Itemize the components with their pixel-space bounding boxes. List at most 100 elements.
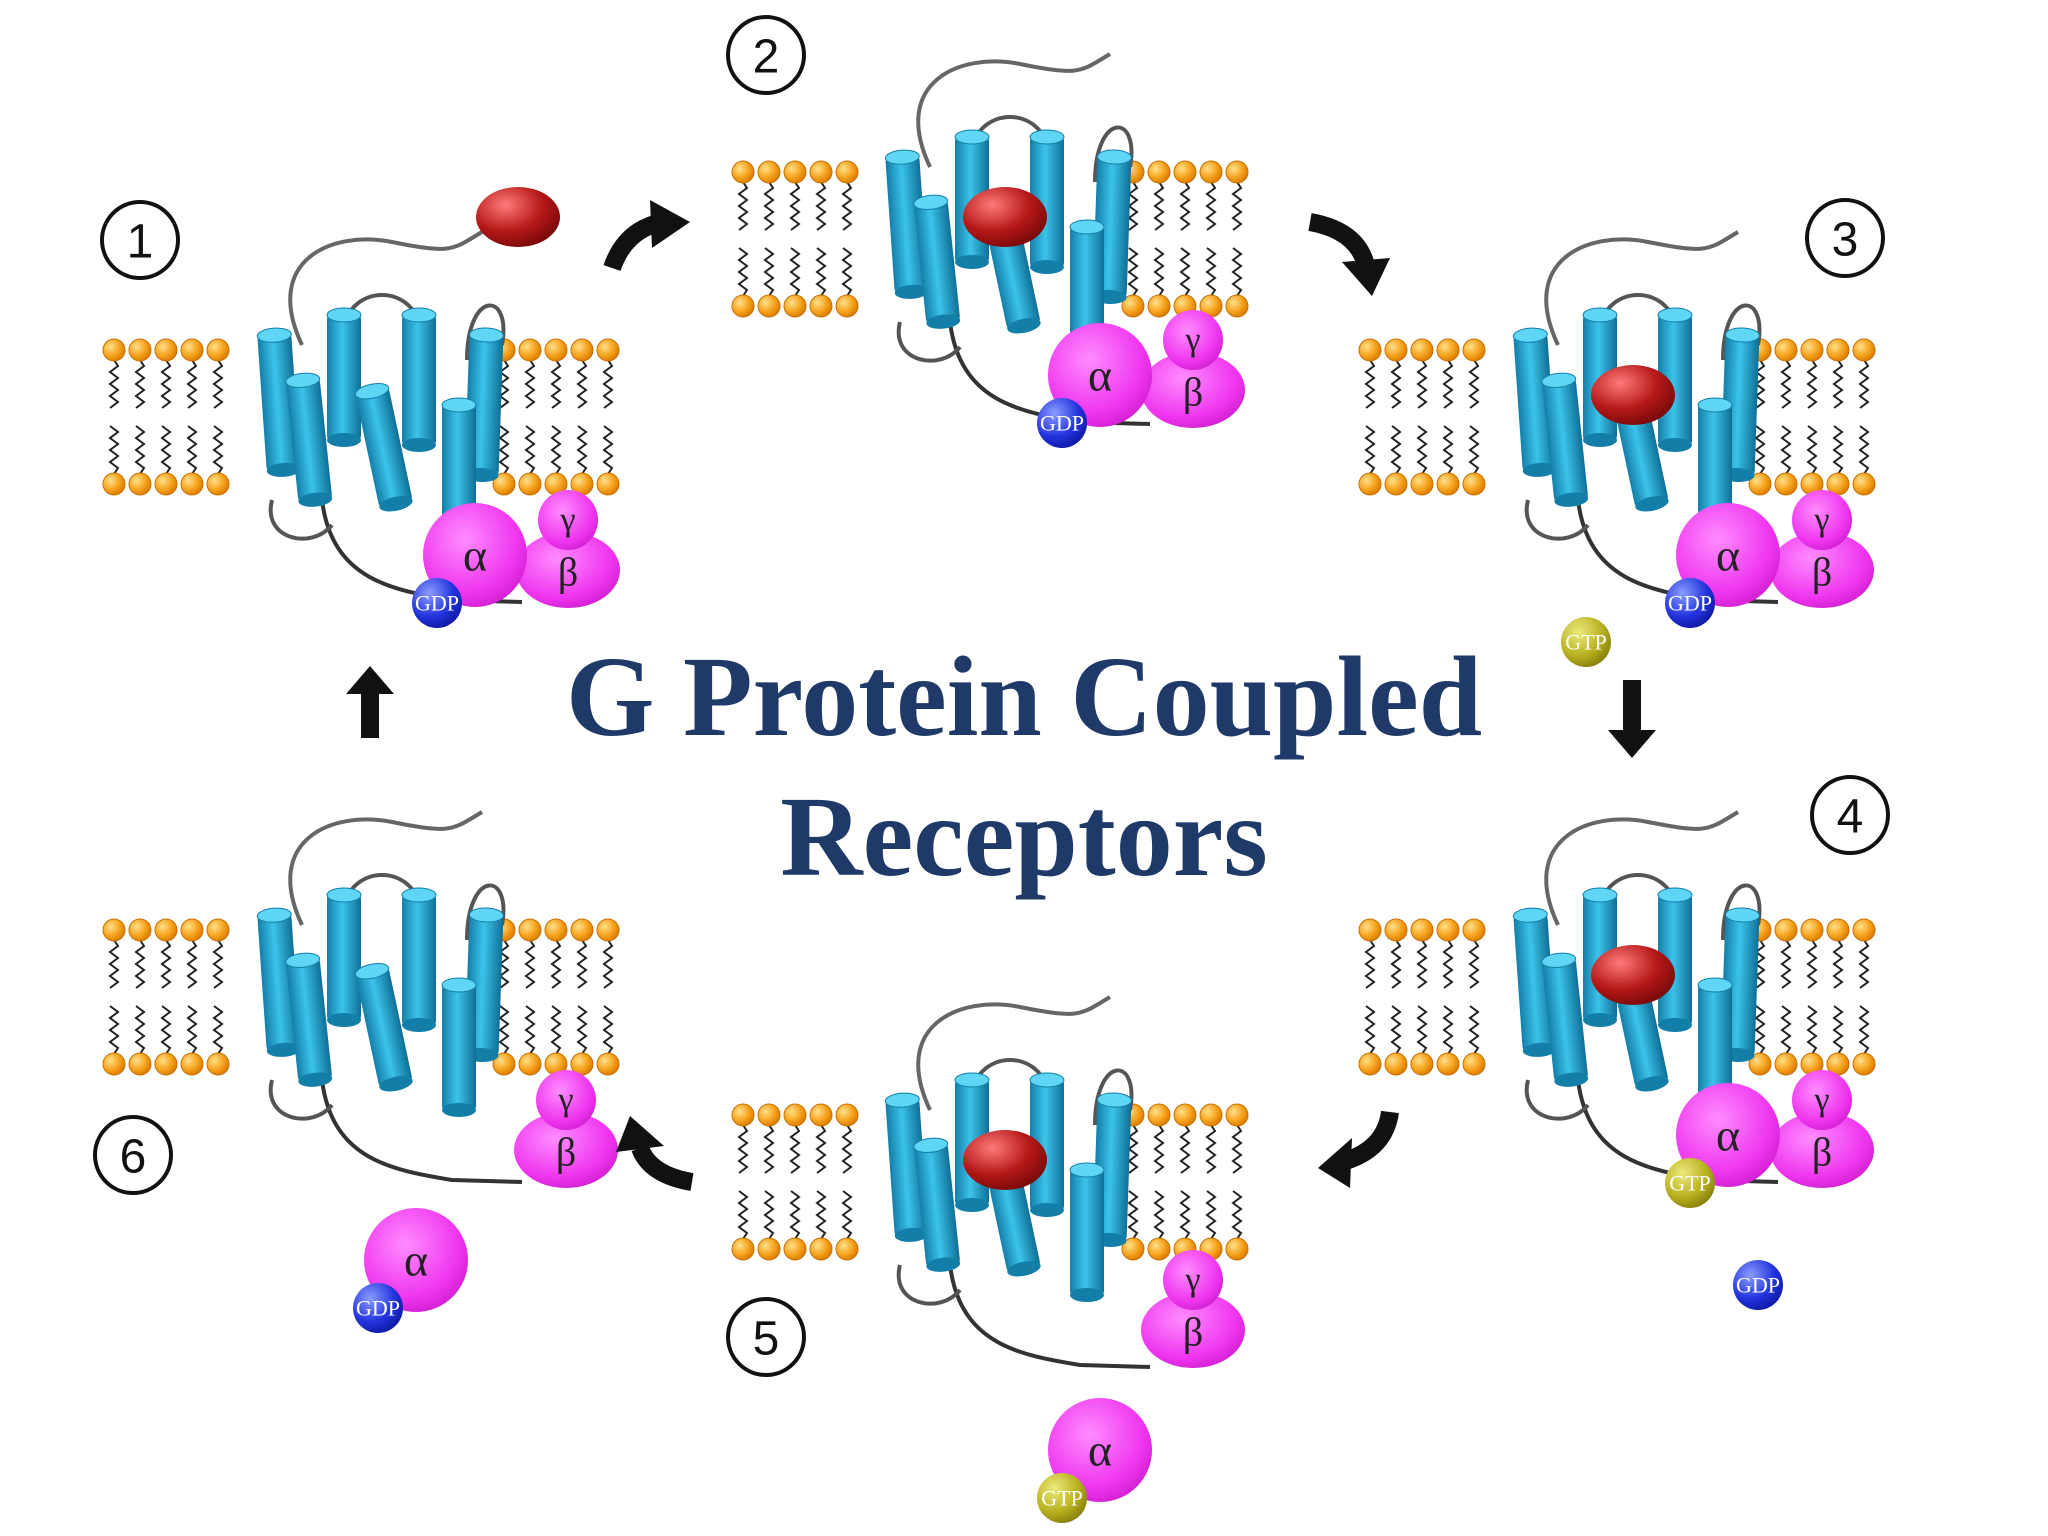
lipid-bilayer [1748, 338, 1876, 496]
gpcr-receptor [256, 230, 523, 604]
lipid-head [492, 1052, 516, 1076]
lipid-head [835, 1103, 859, 1127]
bound-ligand [1591, 365, 1675, 425]
lipid-head [1410, 338, 1434, 362]
g-beta-gamma-subunit: γβ [514, 1070, 618, 1188]
lipid-head [1225, 294, 1249, 318]
lipid-head [1410, 472, 1434, 496]
extracellular-loop [288, 230, 484, 346]
alpha-label: α [1088, 1425, 1112, 1476]
transmembrane-helix [913, 1137, 961, 1272]
lipid-head [1147, 160, 1171, 184]
lipid-head [102, 918, 126, 942]
gdp-molecule: GDP [353, 1283, 403, 1333]
lipid-head [1852, 338, 1876, 362]
lipid-head [835, 1237, 859, 1261]
lipid-bilayer [492, 918, 620, 1076]
stage-number-label: 4 [1837, 791, 1864, 844]
nucleotide-label: GTP [1041, 1486, 1083, 1511]
gamma-label: γ [1813, 1082, 1829, 1119]
stage-number-label: 6 [120, 1131, 147, 1184]
lipid-head [154, 1052, 178, 1076]
lipid-head [1462, 1052, 1486, 1076]
nucleotide-label: GDP [1040, 411, 1084, 436]
lipid-head [596, 918, 620, 942]
transmembrane-helix [913, 194, 961, 329]
bound-ligand [963, 1130, 1047, 1190]
gdp-molecule: GDP [1037, 398, 1087, 448]
stage-number-label: 3 [1832, 214, 1859, 267]
lipid-head [835, 294, 859, 318]
lipid-head [206, 918, 230, 942]
gdp-molecule: GDP [412, 578, 462, 628]
gamma-label: γ [559, 502, 575, 539]
lipid-head [1121, 294, 1145, 318]
stage-number-label: 5 [753, 1313, 780, 1366]
cycle-arrow-5-to-6 [616, 1116, 694, 1191]
lipid-head [1384, 1052, 1408, 1076]
lipid-head [492, 472, 516, 496]
lipid-head [128, 1052, 152, 1076]
title-line-2: Receptors [780, 773, 1268, 900]
g-beta-gamma-subunit: γβ [1770, 1070, 1874, 1188]
intracellular-loop [320, 1079, 523, 1184]
gtp-molecule: GTP [1037, 1473, 1087, 1523]
lipid-head [1225, 1237, 1249, 1261]
gpcr-receptor [256, 810, 523, 1184]
lipid-bilayer [731, 160, 859, 318]
cycle-arrow-3-to-4 [1608, 680, 1656, 758]
transmembrane-helix [354, 383, 413, 512]
lipid-head [154, 472, 178, 496]
lipid-head [731, 1237, 755, 1261]
transmembrane-helix [401, 887, 437, 1032]
transmembrane-helix [326, 307, 362, 447]
lipid-head [1199, 160, 1223, 184]
lipid-head [518, 1052, 542, 1076]
lipid-head [206, 472, 230, 496]
lipid-head [206, 338, 230, 362]
lipid-head [1774, 472, 1798, 496]
stage-number-5: 5 [726, 1297, 806, 1377]
nucleotide-label: GDP [1736, 1273, 1780, 1298]
nucleotide-label: GDP [415, 591, 459, 616]
transmembrane-helix [285, 372, 333, 507]
lipid-head [1384, 918, 1408, 942]
lipid-head [1774, 918, 1798, 942]
transmembrane-helix [1541, 372, 1589, 507]
lipid-head [1358, 472, 1382, 496]
lipid-head [809, 1103, 833, 1127]
lipid-head [596, 1052, 620, 1076]
alpha-label: α [1088, 350, 1112, 401]
extracellular-loop [916, 995, 1112, 1111]
lipid-head [757, 160, 781, 184]
lipid-head [1147, 1103, 1171, 1127]
lipid-head [128, 338, 152, 362]
stage-number-label: 2 [753, 31, 780, 84]
lipid-head [1436, 338, 1460, 362]
lipid-head [1225, 1103, 1249, 1127]
gdp-molecule: GDP [1733, 1260, 1783, 1310]
gamma-label: γ [1184, 1262, 1200, 1299]
lipid-head [1358, 1052, 1382, 1076]
transmembrane-helix [884, 1092, 929, 1242]
lipid-head [757, 1103, 781, 1127]
transmembrane-helix [1541, 952, 1589, 1087]
lipid-head [154, 918, 178, 942]
extracellular-loop [1544, 810, 1740, 926]
lipid-head [1436, 918, 1460, 942]
lipid-head [1800, 918, 1824, 942]
beta-label: β [1812, 1130, 1832, 1175]
cycle-arrow-1-to-2 [603, 200, 690, 272]
lipid-head [783, 1103, 807, 1127]
lipid-bilayer [1121, 160, 1249, 318]
lipid-head [1225, 160, 1249, 184]
gamma-label: γ [557, 1082, 573, 1119]
lipid-head [180, 1052, 204, 1076]
stage-number-4: 4 [1810, 775, 1890, 855]
lipid-head [1462, 918, 1486, 942]
cycle-arrow-6-to-1 [346, 666, 394, 738]
lipid-head [731, 1103, 755, 1127]
